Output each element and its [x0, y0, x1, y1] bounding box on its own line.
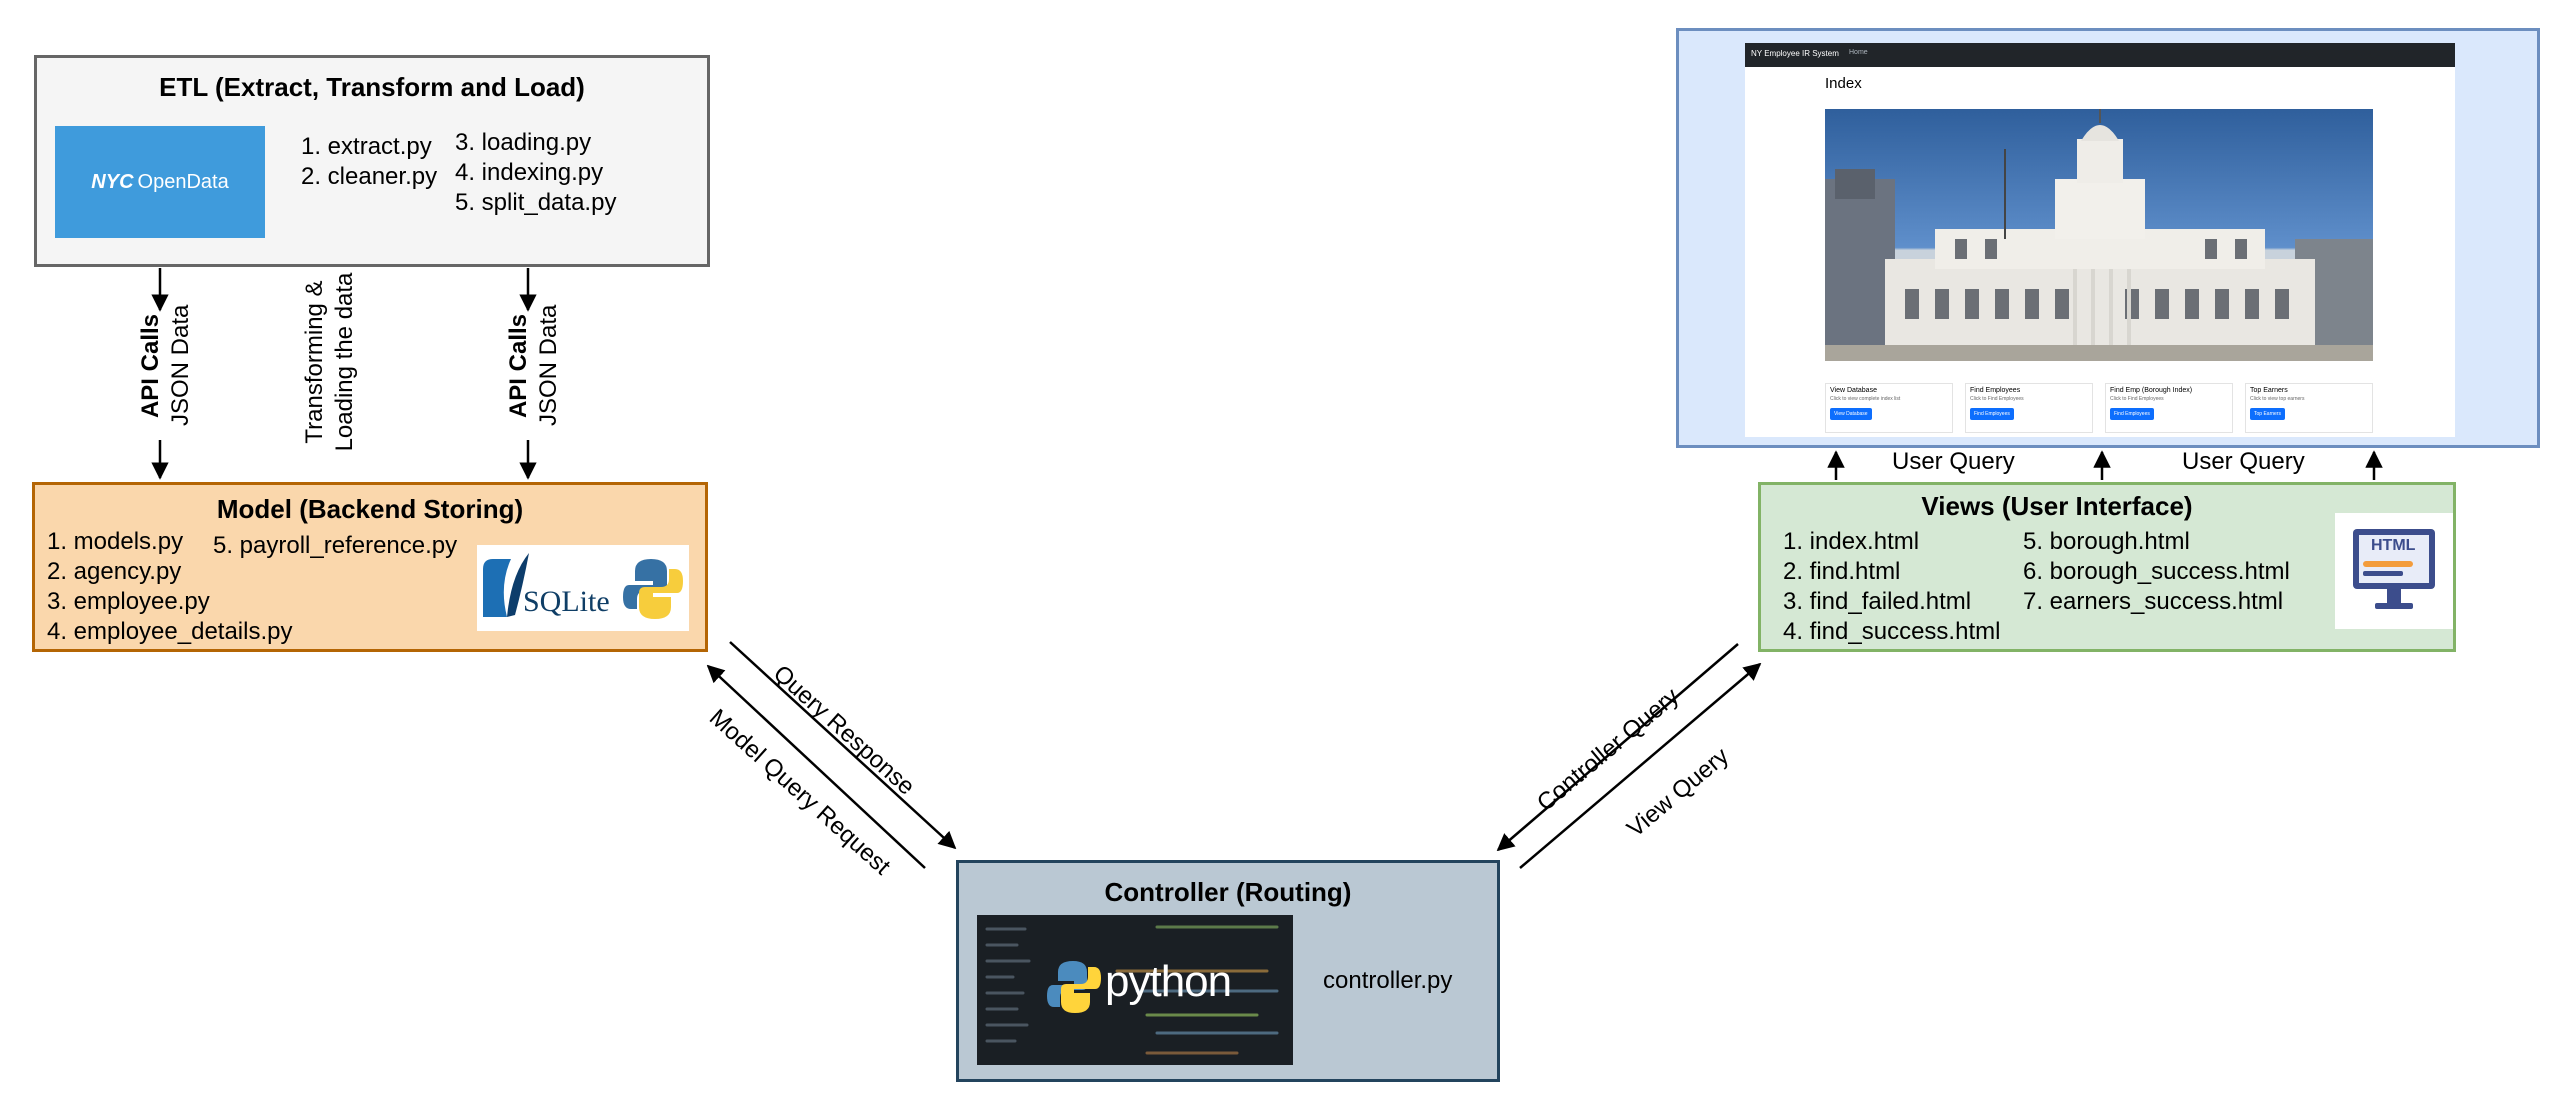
etl-title: ETL (Extract, Transform and Load): [159, 72, 585, 102]
navbar-brand[interactable]: NY Employee IR System: [1751, 49, 1839, 58]
card-button[interactable]: Find Employees: [2110, 408, 2154, 420]
file-item: 7. earners_success.html: [2023, 588, 2284, 615]
api-calls-label: API Calls: [137, 313, 164, 419]
card-text: Click to Find Employees: [2110, 396, 2164, 402]
model-files-col1: 1. models.py 2. agency.py 3. employee.py…: [47, 527, 292, 647]
card-text: Click to view top earners: [2250, 396, 2305, 402]
user-query-label-right: User Query: [2182, 448, 2305, 475]
file-item: 1. extract.py: [301, 133, 432, 160]
views-files-col1: 1. index.html 2. find.html 3. find_faile…: [1783, 527, 2000, 647]
python-icon: [623, 559, 683, 619]
json-data-label: JSON Data: [167, 304, 194, 426]
etl-right-link-label: API Calls JSON Data: [504, 304, 564, 426]
etl-box: ETL (Extract, Transform and Load) NYC Op…: [34, 55, 710, 267]
query-response-arrow: [729, 641, 957, 850]
python-logo-text: python: [1105, 957, 1232, 1006]
controller-box: Controller (Routing): [956, 860, 1500, 1082]
card-title: Find Employees: [1970, 387, 2021, 394]
etl-mid-link-label: Transforming & Loading the data: [300, 262, 360, 462]
api-calls-label: API Calls: [505, 313, 532, 419]
file-item: 3. employee.py: [47, 588, 210, 615]
card-find-employees: Find Employees Click to Find Employees F…: [1965, 383, 2093, 433]
card-find-borough: Find Emp (Borough Index) Click to Find E…: [2105, 383, 2233, 433]
etl-left-link-label: API Calls JSON Data: [136, 304, 196, 426]
user-query-label-left: User Query: [1892, 448, 2015, 475]
model-title: Model (Backend Storing): [216, 494, 524, 524]
json-data-label: JSON Data: [535, 304, 562, 426]
controller-file: controller.py: [1323, 967, 1453, 994]
transform-label-line2: Loading the data: [331, 272, 358, 452]
controller-query-arrow: [1496, 643, 1739, 852]
model-files-col2: 5. payroll_reference.py: [213, 531, 457, 561]
python-code-logo: python: [977, 915, 1293, 1065]
views-title: Views (User Interface): [1921, 491, 2193, 521]
ui-screenshot: NY Employee IR System Home Index: [1745, 43, 2455, 437]
file-item: 3. find_failed.html: [1783, 588, 1972, 615]
views-box: Views (User Interface) 1. index.html 2. …: [1758, 482, 2456, 652]
controller-title: Controller (Routing): [1104, 877, 1352, 907]
cards-row: View Database Click to view complete ind…: [1825, 383, 2373, 433]
code-background: [985, 925, 1279, 1055]
file-item: 1. index.html: [1783, 528, 1920, 555]
card-view-database: View Database Click to view complete ind…: [1825, 383, 1953, 433]
python-icon: [1047, 961, 1101, 1013]
logo-nyc-text: NYC: [91, 170, 134, 193]
card-text: Click to view complete index list: [1830, 396, 1901, 402]
navbar: NY Employee IR System Home: [1745, 43, 2455, 67]
monitor-icon: [2353, 529, 2435, 609]
model-query-request-arrow: [706, 664, 926, 869]
city-hall-image: [1825, 109, 2373, 361]
navbar-home-link[interactable]: Home: [1849, 49, 1868, 56]
file-item: 6. borough_success.html: [2023, 558, 2290, 585]
card-button[interactable]: View Database: [1830, 408, 1872, 420]
file-item: 2. agency.py: [47, 558, 182, 585]
file-item: 1. models.py: [47, 528, 184, 555]
file-item: 4. find_success.html: [1783, 618, 2001, 645]
etl-files-col1: 1. extract.py 2. cleaner.py: [301, 132, 437, 192]
file-item: 5. split_data.py: [455, 189, 617, 216]
file-item: 2. find.html: [1783, 558, 1901, 585]
card-button[interactable]: Top Earners: [2250, 408, 2285, 420]
view-query-arrow: [1519, 662, 1762, 869]
html-icon-text: HTML: [2371, 537, 2416, 554]
nyc-opendata-logo: NYC OpenData: [55, 126, 265, 238]
screenshot-heading: Index: [1825, 75, 1862, 92]
sqlite-python-logo: SQLite: [477, 545, 689, 631]
html-monitor-icon: HTML: [2335, 513, 2453, 629]
file-item: 5. payroll_reference.py: [213, 532, 458, 559]
card-title: View Database: [1830, 387, 1877, 394]
card-top-earners: Top Earners Click to view top earners To…: [2245, 383, 2373, 433]
file-item: 3. loading.py: [455, 129, 592, 156]
sqlite-logo-text: SQLite: [523, 585, 610, 618]
card-button[interactable]: Find Employees: [1970, 408, 2014, 420]
views-files-col2: 5. borough.html 6. borough_success.html …: [2023, 527, 2290, 617]
logo-opendata-text: OpenData: [137, 170, 229, 193]
model-box: Model (Backend Storing) 1. models.py 2. …: [32, 482, 708, 652]
file-item: 5. borough.html: [2023, 528, 2190, 555]
etl-files-col2: 3. loading.py 4. indexing.py 5. split_da…: [455, 128, 616, 218]
sqlite-feather-icon: [483, 553, 529, 617]
card-title: Top Earners: [2250, 387, 2288, 394]
ui-screenshot-frame: NY Employee IR System Home Index: [1676, 28, 2540, 448]
city-hall-building: [1825, 109, 2373, 361]
card-title: Find Emp (Borough Index): [2110, 387, 2193, 394]
transform-label-line1: Transforming &: [301, 280, 328, 444]
file-item: 2. cleaner.py: [301, 163, 438, 190]
file-item: 4. employee_details.py: [47, 618, 293, 645]
file-item: 4. indexing.py: [455, 159, 604, 186]
card-text: Click to Find Employees: [1970, 396, 2024, 402]
